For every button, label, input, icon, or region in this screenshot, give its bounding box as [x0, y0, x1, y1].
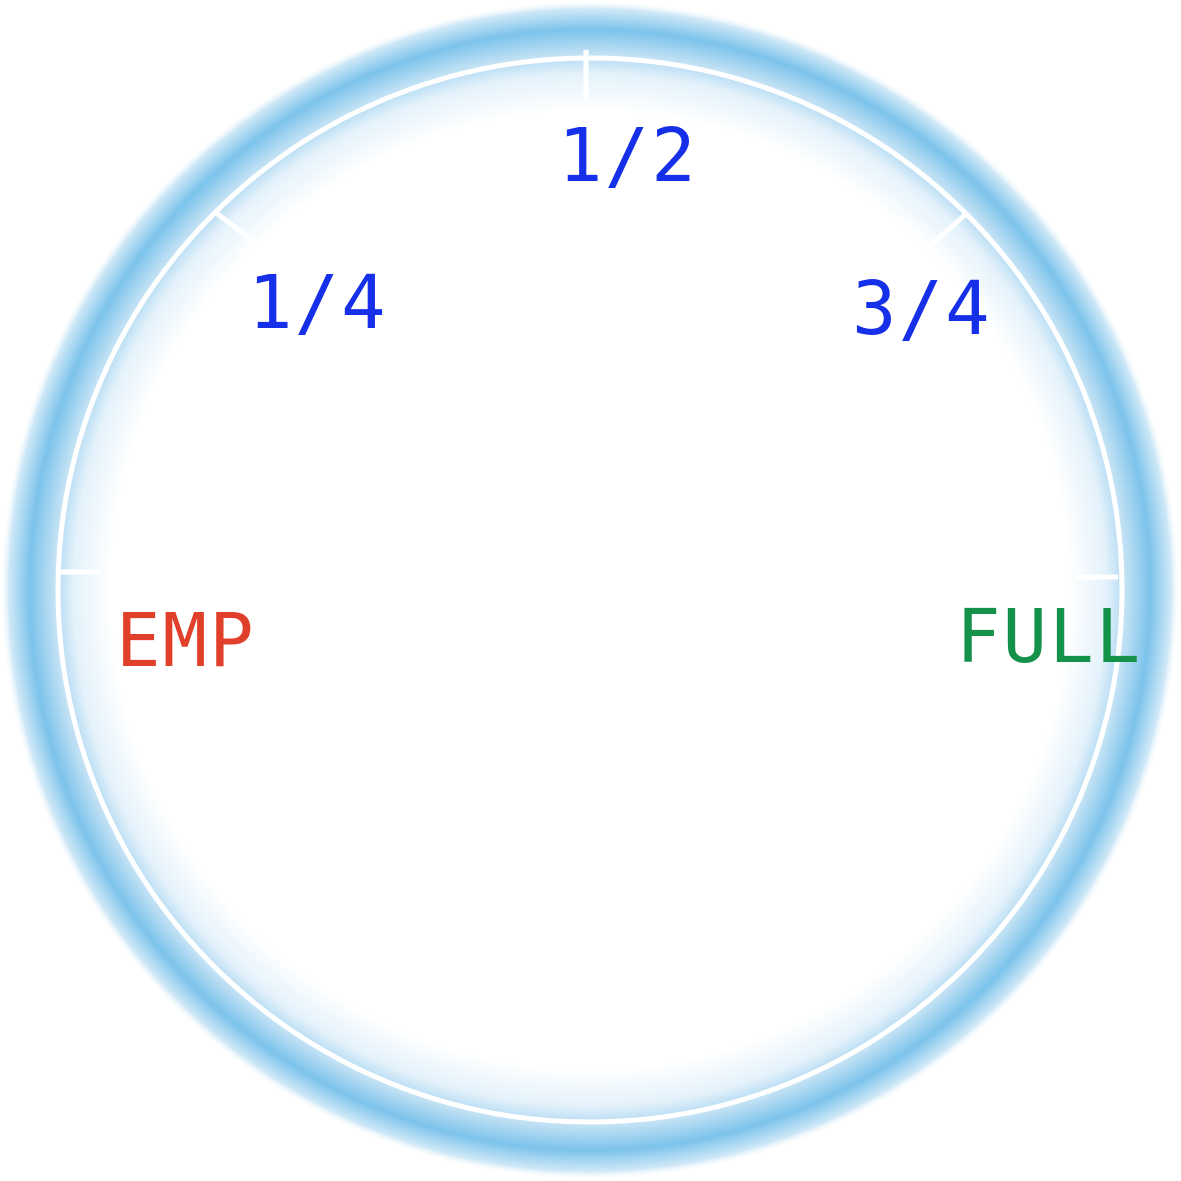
tick-three-quarter [930, 212, 968, 246]
tick-quarter [213, 210, 255, 243]
gauge-ring [55, 55, 1125, 1125]
label-quarter: 1/4 [248, 260, 388, 346]
label-three-quarter: 3/4 [852, 266, 992, 352]
label-full: FULL [956, 594, 1142, 680]
label-empty: EMP [116, 598, 256, 684]
gauge-face [58, 58, 1122, 1122]
label-half: 1/2 [558, 113, 698, 199]
